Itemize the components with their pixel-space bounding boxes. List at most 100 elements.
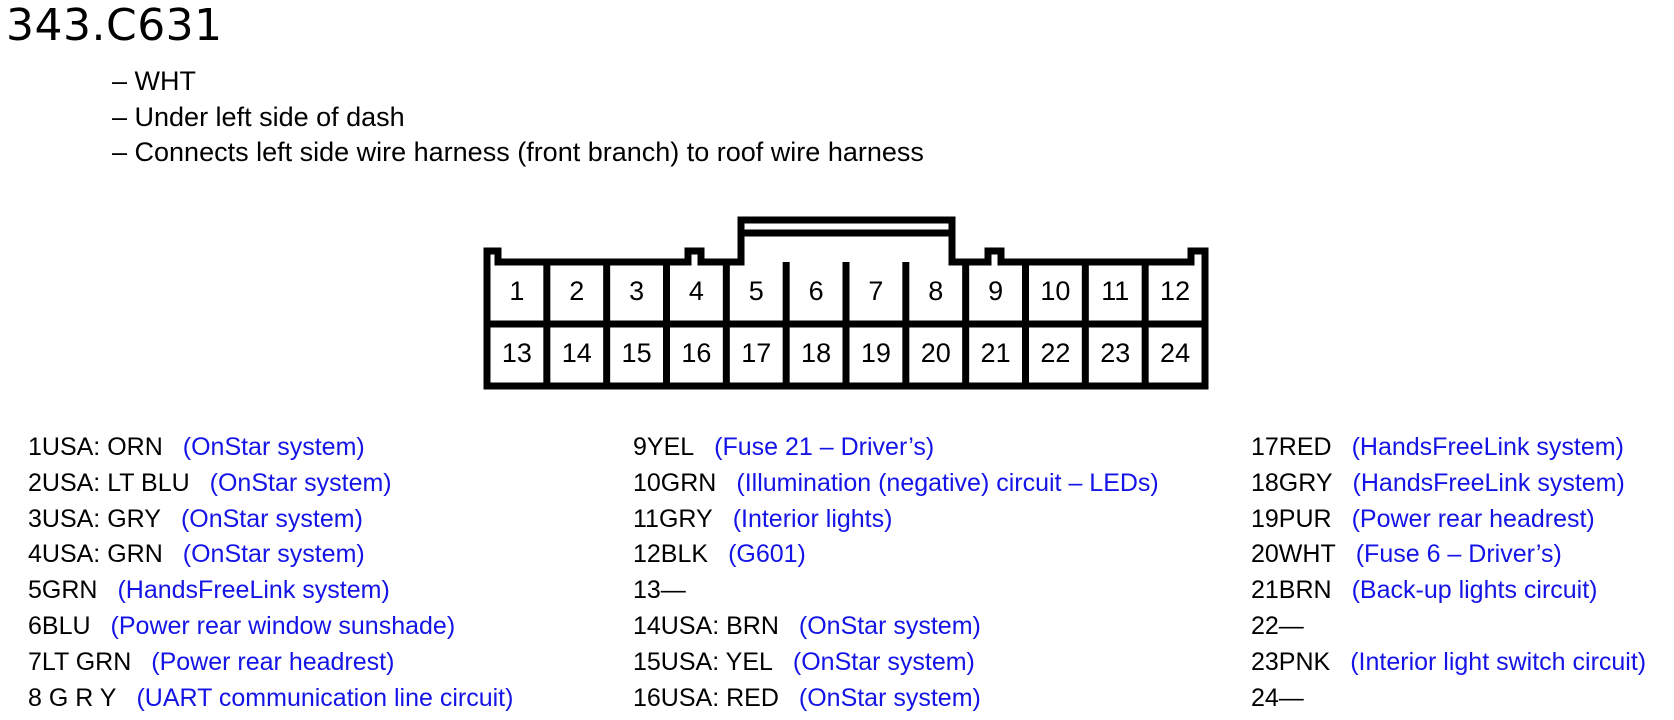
pin-code: 23PNK — [1251, 647, 1331, 676]
pin-code: 17RED — [1251, 433, 1332, 461]
pin-number-12: 12 — [1160, 276, 1190, 306]
connector-title: 343.C631 — [6, 0, 223, 51]
pin-number-15: 15 — [622, 338, 652, 368]
pin-entry: 14USA: BRN (OnStar system) — [633, 609, 1159, 645]
pin-description: (Power rear window sunshade) — [110, 611, 456, 640]
pin-description: (Illumination (negative) circuit – LEDs) — [736, 468, 1159, 497]
pin-number-11: 11 — [1101, 276, 1129, 306]
pin-number-13: 13 — [502, 338, 532, 368]
pin-description: (Fuse 6 – Driver’s) — [1355, 540, 1562, 569]
pin-code: 8 G R Y — [28, 683, 117, 712]
pin-entry: 7LT GRN (Power rear headrest) — [28, 645, 513, 681]
pin-description: (HandsFreeLink system) — [1351, 433, 1624, 461]
pin-description: (HandsFreeLink system) — [1352, 468, 1625, 497]
pin-column-1: 1USA: ORN (OnStar system) 2USA: LT BLU (OnS… — [28, 430, 513, 716]
pin-code: 21BRN — [1251, 576, 1332, 605]
pin-description: (HandsFreeLink system) — [117, 576, 390, 605]
pin-code: 15USA: YEL — [633, 647, 773, 676]
pin-entry: 19PUR (Power rear headrest) — [1251, 502, 1646, 538]
pin-code: 12BLK — [633, 540, 709, 569]
pin-number-20: 20 — [921, 338, 951, 368]
pin-entry: 9YEL (Fuse 21 – Driver’s) — [633, 430, 1159, 466]
pin-description: (OnStar system) — [182, 540, 365, 569]
pin-number-7: 7 — [868, 276, 883, 306]
pin-code: 24— — [1251, 683, 1304, 712]
pin-description: (G601) — [728, 540, 806, 569]
pin-description: (Interior light switch circuit) — [1350, 647, 1647, 676]
pin-number-3: 3 — [629, 276, 644, 306]
pin-code: 6BLU — [28, 611, 91, 640]
pin-entry: 21BRN (Back-up lights circuit) — [1251, 573, 1646, 609]
pin-number-4: 4 — [689, 276, 704, 306]
pin-entry: 22— — [1251, 609, 1646, 645]
pin-entry: 11GRY (Interior lights) — [633, 502, 1159, 538]
pin-number-14: 14 — [562, 338, 592, 368]
note-color: – WHT — [112, 66, 196, 96]
pin-code: 10GRN — [633, 468, 717, 497]
pin-number-17: 17 — [741, 338, 771, 368]
pin-entry: 8 G R Y (UART communication line circuit) — [28, 681, 513, 717]
pin-entry: 13— — [633, 573, 1159, 609]
note-connects: – Connects left side wire harness (front… — [112, 137, 924, 167]
pin-description: (UART communication line circuit) — [136, 683, 514, 712]
pin-entry: 18GRY (HandsFreeLink system) — [1251, 466, 1646, 502]
pin-code: 20WHT — [1251, 540, 1336, 569]
pin-number-2: 2 — [569, 276, 584, 306]
pin-description: (Back-up lights circuit) — [1351, 576, 1598, 605]
pin-description: (Power rear headrest) — [151, 647, 395, 676]
pin-description: (Fuse 21 – Driver’s) — [714, 433, 935, 461]
pin-entry: 5GRN (HandsFreeLink system) — [28, 573, 513, 609]
connector-notes: – WHT – Under left side of dash – Connec… — [112, 64, 924, 171]
pin-number-9: 9 — [988, 276, 1003, 306]
pin-code: 5GRN — [28, 576, 98, 605]
pin-description: (Power rear headrest) — [1351, 504, 1595, 533]
pin-entry: 12BLK (G601) — [633, 537, 1159, 573]
pin-number-22: 22 — [1040, 338, 1070, 368]
pin-entry: 23PNK (Interior light switch circuit) — [1251, 645, 1646, 681]
pin-code: 3USA: GRY — [28, 504, 161, 533]
pin-description: (OnStar system) — [180, 504, 363, 533]
pin-number-10: 10 — [1040, 276, 1070, 306]
pin-entry: 1USA: ORN (OnStar system) — [28, 430, 513, 466]
pin-number-24: 24 — [1160, 338, 1190, 368]
pin-description: (Interior lights) — [732, 504, 893, 533]
pin-number-23: 23 — [1100, 338, 1130, 368]
pin-number-19: 19 — [861, 338, 891, 368]
pin-code: 16USA: RED — [633, 683, 779, 712]
pin-code: 19PUR — [1251, 504, 1332, 533]
pin-code: 22— — [1251, 611, 1304, 640]
pin-entry: 4USA: GRN (OnStar system) — [28, 537, 513, 573]
pin-entry: 2USA: LT BLU (OnStar system) — [28, 466, 513, 502]
pin-number-1: 1 — [509, 276, 524, 306]
pin-number-21: 21 — [981, 338, 1011, 368]
pin-description: (OnStar system) — [209, 468, 392, 497]
note-location: – Under left side of dash — [112, 101, 405, 132]
connector-outline — [483, 216, 1209, 390]
pin-code: 7LT GRN — [28, 647, 132, 676]
pin-code: 4USA: GRN — [28, 540, 163, 569]
pin-description: (OnStar system) — [798, 683, 981, 712]
pin-code: 9YEL — [633, 433, 695, 461]
pin-entry: 16USA: RED (OnStar system) — [633, 681, 1159, 717]
pin-code: 1USA: ORN — [28, 433, 163, 461]
pin-entry: 10GRN (Illumination (negative) circuit – … — [633, 466, 1159, 502]
pin-entry: 20WHT (Fuse 6 – Driver’s) — [1251, 537, 1646, 573]
pin-code: 11GRY — [633, 504, 713, 533]
pin-code: 18GRY — [1251, 468, 1333, 497]
pin-entry: 15USA: YEL (OnStar system) — [633, 645, 1159, 681]
pin-description: (OnStar system) — [182, 433, 365, 461]
pin-description: (OnStar system) — [792, 647, 975, 676]
pin-number-8: 8 — [928, 276, 943, 306]
pin-entry: 17RED (HandsFreeLink system) — [1251, 430, 1646, 466]
pin-description: (OnStar system) — [798, 611, 981, 640]
pin-number-6: 6 — [809, 276, 824, 306]
pin-entry: 24— — [1251, 681, 1646, 717]
pin-number-5: 5 — [749, 276, 764, 306]
pin-column-2: 9YEL (Fuse 21 – Driver’s) 10GRN (Illuminati… — [633, 430, 1159, 716]
pin-code: 13— — [633, 576, 686, 605]
pin-entry: 3USA: GRY (OnStar system) — [28, 502, 513, 538]
pin-code: 2USA: LT BLU — [28, 468, 190, 497]
pin-number-18: 18 — [801, 338, 831, 368]
pin-code: 14USA: BRN — [633, 611, 779, 640]
